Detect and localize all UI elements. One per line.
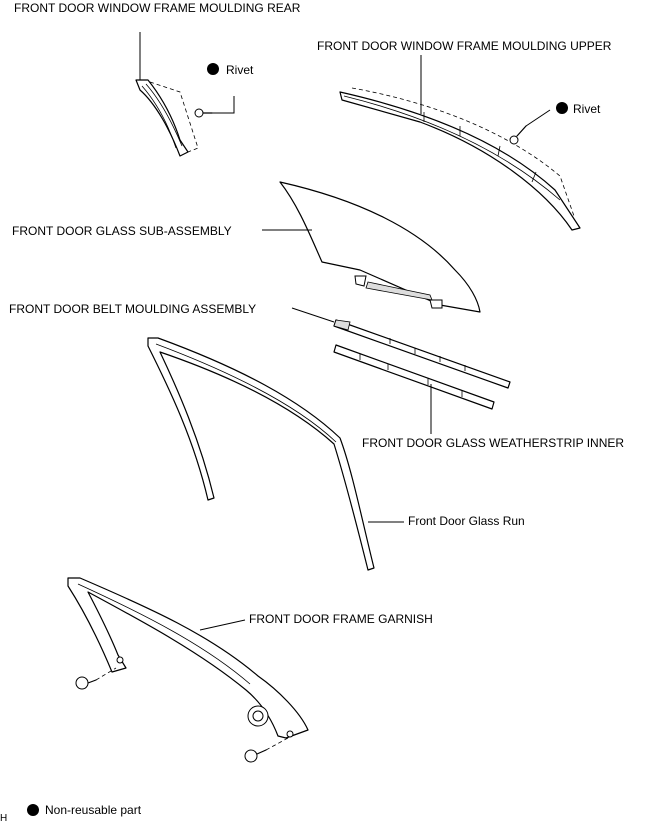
label-rivet-upper: Rivet <box>573 102 601 116</box>
rivet-upper-part <box>509 109 551 145</box>
label-glass-sub-assembly: FRONT DOOR GLASS SUB-ASSEMBLY <box>12 224 232 238</box>
garnish-clip-left-part <box>75 667 117 690</box>
non-reusable-dot-icon <box>207 63 219 75</box>
label-moulding-rear: FRONT DOOR WINDOW FRAME MOULDING REAR <box>14 1 301 15</box>
non-reusable-dot-icon <box>556 102 568 114</box>
front-door-frame-garnish-part <box>67 577 309 739</box>
glass-weatherstrip-inner-part <box>333 344 495 434</box>
legend-non-reusable: Non-reusable part <box>45 803 142 817</box>
rivet-rear-part <box>194 96 235 118</box>
garnish-clip-right-part <box>244 737 289 763</box>
belt-moulding-assembly-part <box>291 307 511 389</box>
front-door-glass-sub-assembly-part <box>262 181 481 313</box>
corner-code: H <box>0 813 8 824</box>
label-belt-moulding: FRONT DOOR BELT MOULDING ASSEMBLY <box>9 302 257 316</box>
label-glass-run: Front Door Glass Run <box>408 514 525 528</box>
label-moulding-upper: FRONT DOOR WINDOW FRAME MOULDING UPPER <box>317 39 612 53</box>
legend-dot-icon <box>27 804 39 816</box>
label-frame-garnish: FRONT DOOR FRAME GARNISH <box>249 612 433 626</box>
label-rivet-rear: Rivet <box>226 63 254 77</box>
front-door-glass-run-part <box>147 337 404 571</box>
window-frame-moulding-rear-part <box>135 32 199 157</box>
label-weatherstrip-inner: FRONT DOOR GLASS WEATHERSTRIP INNER <box>362 436 625 450</box>
window-frame-moulding-upper-part <box>339 55 581 231</box>
